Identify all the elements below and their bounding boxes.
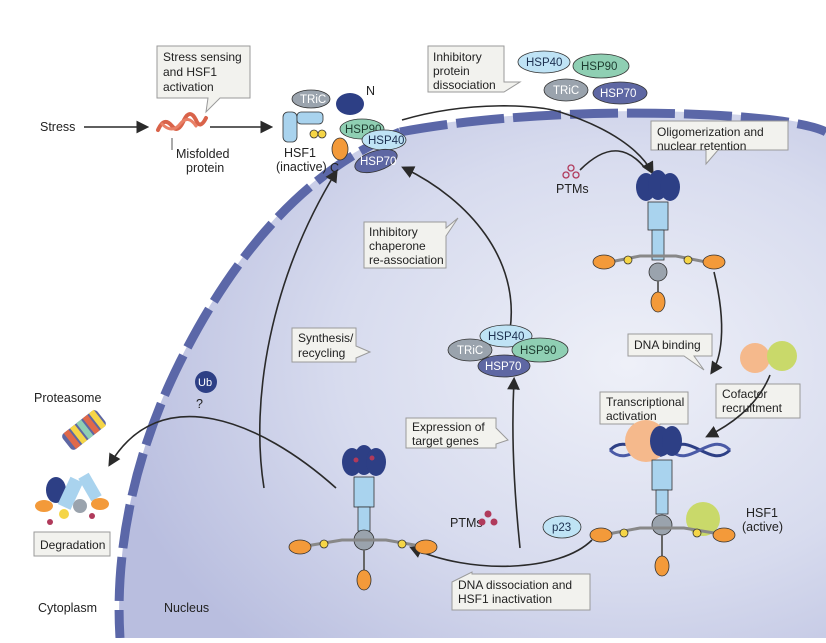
hsf1-inactive-complex: TRiC N HSP90 HSP40 HSP70 <box>282 84 407 174</box>
callout-inhibitory-dissociation: Inhibitory protein dissociation <box>427 45 522 93</box>
p23-icon: p23 <box>542 515 582 539</box>
svg-text:HSP40: HSP40 <box>526 57 562 69</box>
svg-text:HSP40: HSP40 <box>488 331 524 343</box>
hsf1-inactive-label-2: (inactive) <box>276 160 327 174</box>
svg-text:dissociation: dissociation <box>433 78 496 92</box>
ptms-icon-top <box>562 164 580 179</box>
callout-oligomerization: Oligomerization and nuclear retention <box>650 120 789 166</box>
callout-synthesis: Synthesis/ recycling <box>291 327 372 363</box>
chaperone-cluster-middle: HSP40 TRiC HSP90 HSP70 <box>447 324 569 378</box>
hsp70-label-inactive: HSP70 <box>360 156 396 168</box>
ptms-icon-bottom <box>478 510 498 526</box>
proteasome-label: Proteasome <box>34 391 101 405</box>
svg-text:HSF1 inactivation: HSF1 inactivation <box>458 592 552 606</box>
ptms-label-bottom: PTMs <box>450 516 483 530</box>
callout-reassociation: Inhibitory chaperone re-association <box>363 217 459 269</box>
question-label: ? <box>196 397 203 411</box>
svg-text:HSP70: HSP70 <box>600 88 636 100</box>
svg-text:Degradation: Degradation <box>40 538 105 552</box>
n-terminus-label: N <box>366 84 375 98</box>
hsf1-inactivated-trimer <box>288 445 438 591</box>
callout-expression: Expression of target genes <box>405 417 509 449</box>
svg-text:protein: protein <box>433 64 470 78</box>
hsf1-active-label: HSF1 <box>746 506 778 520</box>
hsf1-active-trimer <box>589 420 736 577</box>
svg-text:activation: activation <box>163 80 214 94</box>
ubiquitin-icon: Ub <box>195 371 217 393</box>
callout-dna-dissociation: DNA dissociation and HSF1 inactivation <box>451 571 591 611</box>
svg-text:re-association: re-association <box>369 253 444 267</box>
nuclear-envelope <box>114 108 826 639</box>
hsf1-active-label-2: (active) <box>742 520 783 534</box>
svg-text:Ub: Ub <box>198 377 212 389</box>
released-chaperones-top: HSP40 HSP90 TRiC HSP70 <box>517 50 648 105</box>
cofactor-icons <box>740 341 797 373</box>
ptms-label-top: PTMs <box>556 182 589 196</box>
svg-text:Inhibitory: Inhibitory <box>433 50 482 64</box>
svg-text:nuclear retention: nuclear retention <box>657 139 746 153</box>
svg-text:chaperone: chaperone <box>369 239 426 253</box>
misfolded-protein-label: Misfolded <box>176 147 230 161</box>
tric-label-inactive: TRiC <box>300 94 326 106</box>
svg-text:p23: p23 <box>552 522 571 534</box>
svg-text:TRiC: TRiC <box>457 345 483 357</box>
callout-cofactor: Cofactor recruitment <box>715 383 801 419</box>
misfolded-protein-label-2: protein <box>186 161 224 175</box>
svg-text:target genes: target genes <box>412 434 479 448</box>
svg-text:HSP90: HSP90 <box>581 61 617 73</box>
hsf1-inactive-label: HSF1 <box>284 146 316 160</box>
svg-text:DNA binding: DNA binding <box>634 338 701 352</box>
svg-text:recruitment: recruitment <box>722 401 783 415</box>
svg-text:Stress sensing: Stress sensing <box>163 50 242 64</box>
nucleus-label: Nucleus <box>164 601 209 615</box>
svg-text:DNA dissociation and: DNA dissociation and <box>458 578 572 592</box>
svg-text:Transcriptional: Transcriptional <box>606 395 684 409</box>
callout-dna-binding: DNA binding <box>627 333 713 371</box>
misfolded-protein-icon <box>156 112 208 132</box>
proteasome-icon <box>62 409 106 450</box>
svg-text:HSP70: HSP70 <box>485 361 521 373</box>
svg-text:and HSF1: and HSF1 <box>163 65 217 79</box>
callout-stress-sensing: Stress sensing and HSF1 activation <box>156 45 251 114</box>
svg-text:Oligomerization and: Oligomerization and <box>657 125 764 139</box>
svg-text:Expression of: Expression of <box>412 420 485 434</box>
svg-text:recycling: recycling <box>298 346 345 360</box>
svg-text:TRiC: TRiC <box>553 85 579 97</box>
degradation-fragments <box>35 472 109 525</box>
svg-text:activation: activation <box>606 409 657 423</box>
hsp40-label-inactive: HSP40 <box>368 135 404 147</box>
cytoplasm-label: Cytoplasm <box>38 601 97 615</box>
svg-text:Cofactor: Cofactor <box>722 387 767 401</box>
svg-text:Synthesis/: Synthesis/ <box>298 331 354 345</box>
nucleus-region <box>119 111 826 638</box>
callout-degradation: Degradation <box>33 531 111 557</box>
svg-text:Inhibitory: Inhibitory <box>369 225 418 239</box>
c-terminus-label: C <box>330 161 339 175</box>
hsf1-trimer-oligomer <box>592 170 726 313</box>
svg-text:HSP90: HSP90 <box>520 345 556 357</box>
stress-label: Stress <box>40 120 75 134</box>
